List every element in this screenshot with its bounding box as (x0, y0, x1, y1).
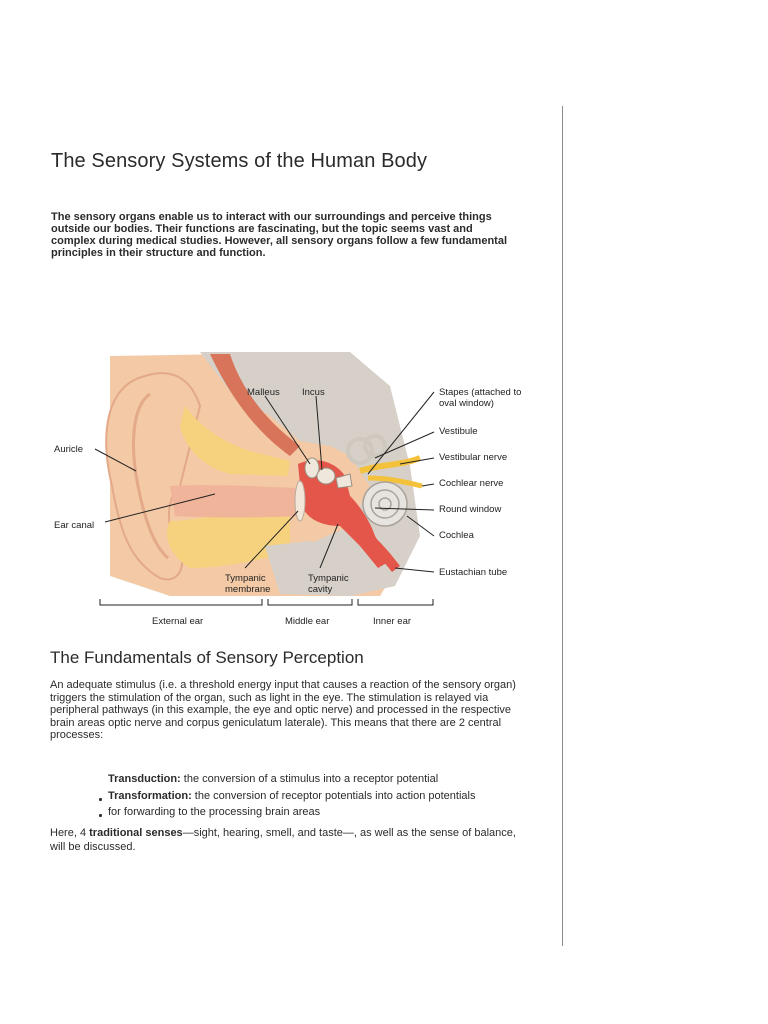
cochlea-outer (362, 481, 408, 527)
ear-anatomy-diagram: Auricle Ear canal Malleus Incus Stapes (… (54, 352, 521, 627)
label-vestibule: Vestibule (439, 426, 478, 437)
ear-anatomy-figure: Auricle Ear canal Malleus Incus Stapes (… (50, 346, 536, 632)
closing-post: —sight, hearing, smell, and taste—, as w… (50, 827, 516, 853)
label-round-window: Round window (439, 504, 501, 515)
cartilage-lower (166, 511, 290, 568)
vestibulocochlear-nerve (359, 455, 422, 474)
bullet-icon (99, 814, 102, 817)
tympanic-membrane-shape (294, 480, 306, 522)
muscle-strip (210, 354, 300, 456)
label-tympanic-cavity-1: Tympanic (308, 573, 349, 584)
closing-pre: Here, 4 (50, 827, 90, 839)
process-list: Transduction: the conversion of a stimul… (99, 771, 540, 821)
cochlea-inner (378, 497, 392, 511)
bone-lower (265, 541, 380, 596)
label-inner-ear: Inner ear (373, 616, 411, 627)
list-item: Transformation: the conversion of recept… (99, 788, 540, 805)
label-eustachian-tube: Eustachian tube (439, 567, 507, 578)
semicircular-canal-2 (363, 434, 387, 458)
label-tympanic-cavity-2: cavity (308, 584, 333, 595)
margin-rule (562, 106, 563, 946)
list-text: the conversion of a stimulus into a rece… (180, 773, 439, 785)
bracket-external-ear (99, 599, 263, 606)
list-item: for forwarding to the processing brain a… (99, 804, 540, 821)
list-item: Transduction: the conversion of a stimul… (100, 771, 540, 788)
list-term: Transformation: (108, 789, 192, 802)
intro-paragraph: The sensory organs enable us to interact… (51, 211, 508, 259)
label-ear-canal: Ear canal (54, 520, 94, 531)
label-malleus: Malleus (247, 387, 280, 398)
label-cochlear-nerve: Cochlear nerve (439, 478, 503, 489)
label-tympanic-membrane-1: Tympanic (225, 573, 266, 584)
cochlea-mid (370, 489, 400, 519)
label-vestibular-nerve: Vestibular nerve (439, 452, 507, 463)
list-text: the conversion of receptor potentials in… (191, 789, 476, 802)
label-stapes-1: Stapes (attached to (439, 387, 521, 398)
bracket-inner-ear (357, 599, 434, 606)
label-tympanic-membrane-2: membrane (225, 584, 270, 595)
eustachian-tube-shape (346, 516, 400, 572)
label-external-ear: External ear (152, 616, 203, 627)
stapes-shape (335, 473, 353, 489)
cochlear-nerve-branch (367, 475, 423, 489)
malleus-shape (304, 457, 320, 479)
closing-paragraph: Here, 4 traditional senses—sight, hearin… (50, 827, 520, 854)
bullet-icon (99, 797, 102, 801)
incus-shape (316, 467, 336, 485)
semicircular-canal-1 (346, 437, 374, 465)
list-term: Transduction: (108, 773, 181, 785)
page-title: The Sensory Systems of the Human Body (51, 150, 428, 172)
closing-bold: traditional senses (89, 827, 183, 839)
auricle-shape (105, 372, 202, 581)
label-middle-ear: Middle ear (285, 616, 329, 627)
label-incus: Incus (302, 387, 325, 398)
section-heading: The Fundamentals of Sensory Perception (50, 648, 364, 667)
ear-canal-shape (170, 485, 300, 518)
label-cochlea: Cochlea (439, 530, 475, 541)
list-text: for forwarding to the processing brain a… (108, 806, 321, 818)
bracket-middle-ear (267, 599, 353, 606)
cartilage-upper (180, 406, 290, 476)
label-stapes-2: oval window) (439, 398, 494, 409)
auricle-fold (132, 392, 170, 560)
label-auricle: Auricle (54, 444, 83, 455)
section-paragraph: An adequate stimulus (i.e. a threshold e… (50, 679, 516, 742)
